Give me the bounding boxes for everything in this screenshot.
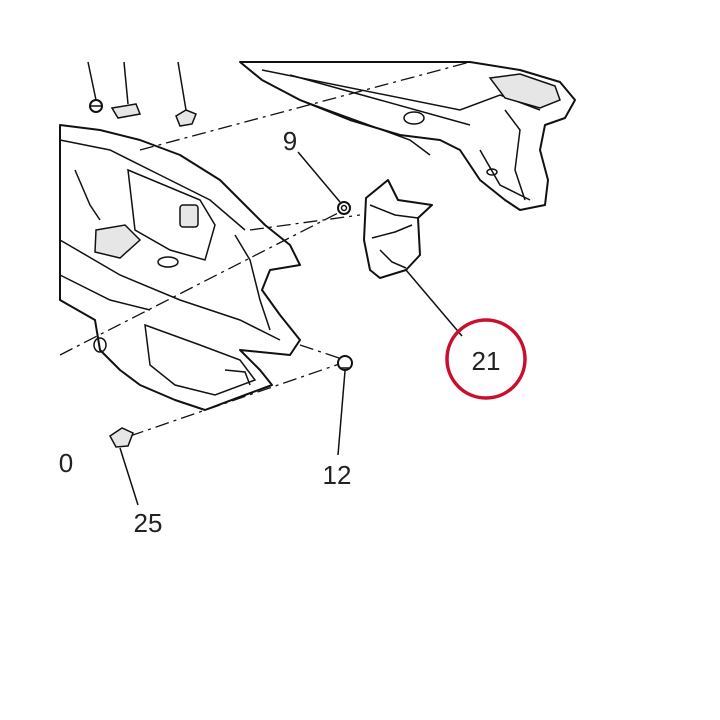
part-9-nut [337,201,351,215]
leader-top-1 [87,61,97,101]
fastener-top-1 [89,99,103,113]
clip-top-3 [175,109,197,127]
leader-top-2 [123,61,129,105]
highlight-ring [445,318,527,400]
clip-top-2 [110,103,142,119]
callout-21: 21 [472,346,501,376]
leader-25 [119,447,139,506]
upper-panel [239,61,576,211]
callout-25: 25 [134,508,163,538]
callout-0: 0 [59,448,73,478]
callout-12: 12 [323,460,352,490]
part-21-bracket [363,179,433,279]
callout-9: 9 [283,126,297,156]
assembly-line-4 [249,214,361,231]
leader-21 [405,269,463,337]
main-dashboard-assembly [59,124,301,411]
leader-9 [297,151,341,203]
assembly-line-1 [139,61,471,151]
part-12-clip [337,355,353,371]
assembly-line-5 [299,344,346,361]
leader-top-3 [177,61,187,111]
part-25-clip [109,427,134,448]
assembly-line-3 [129,361,346,437]
leader-12 [337,370,346,456]
